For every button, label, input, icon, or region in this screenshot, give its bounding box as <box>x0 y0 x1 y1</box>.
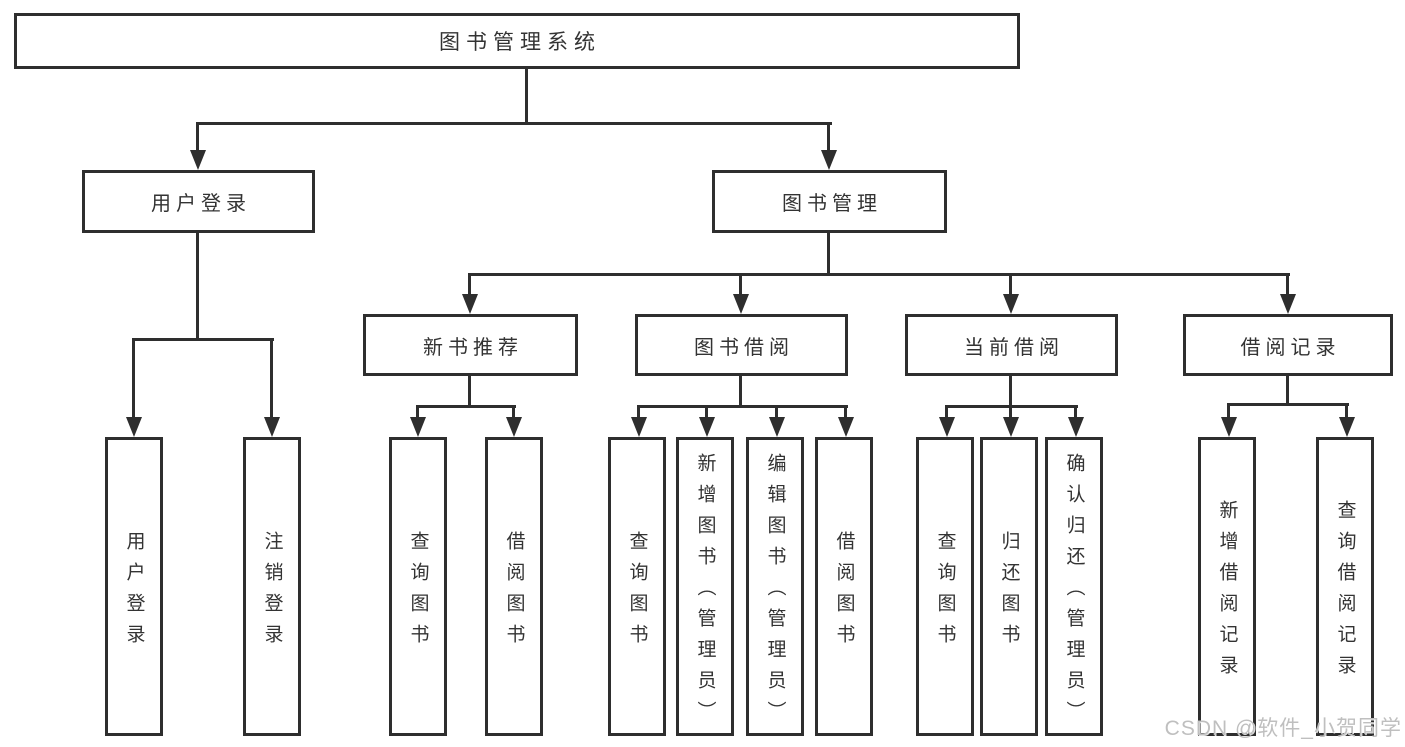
arrowhead-borrow-records <box>1280 294 1296 314</box>
node-current-borrow: 当前借阅 <box>905 314 1118 376</box>
node-leaf-cb-query-book: 查询图书 <box>916 437 974 736</box>
connector-user-login-branch <box>132 338 274 341</box>
node-root-label: 图书管理系统 <box>439 31 601 54</box>
node-user-login: 用户登录 <box>82 170 315 233</box>
connector-book-mgmt-stem <box>827 233 830 273</box>
node-user-login-label: 用户登录 <box>151 193 251 215</box>
connector-stem-ul-user-login <box>132 338 135 420</box>
node-leaf-br-add-record: 新增借阅记录 <box>1198 437 1256 736</box>
node-leaf-cb-return-book-label: 归还图书 <box>998 530 1020 655</box>
node-leaf-bb-borrow-book-label: 借阅图书 <box>833 530 855 655</box>
node-leaf-br-add-record-label: 新增借阅记录 <box>1216 499 1238 686</box>
connector-stem-book-borrow <box>739 273 742 297</box>
node-leaf-cb-return-book: 归还图书 <box>980 437 1038 736</box>
connector-stem-book-mgmt <box>827 122 830 154</box>
connector-stem-bb-add <box>705 405 708 420</box>
node-current-borrow-label: 当前借阅 <box>964 336 1064 359</box>
node-book-borrow-label: 图书借阅 <box>694 336 794 359</box>
node-borrow-records-label: 借阅记录 <box>1240 336 1341 359</box>
node-leaf-bb-borrow-book: 借阅图书 <box>815 437 873 736</box>
connector-stem-cb-query <box>945 405 948 420</box>
node-leaf-logout: 注销登录 <box>243 437 301 736</box>
node-leaf-user-login: 用户登录 <box>105 437 163 736</box>
arrowhead-bb-query <box>631 417 647 437</box>
arrowhead-new-book-rec <box>462 294 478 314</box>
arrowhead-bb-borrow <box>838 417 854 437</box>
node-leaf-logout-label: 注销登录 <box>261 530 283 655</box>
node-leaf-user-login-label: 用户登录 <box>123 530 145 655</box>
arrowhead-cb-return <box>1003 417 1019 437</box>
node-leaf-cb-query-book-label: 查询图书 <box>934 530 956 655</box>
connector-root-stem <box>525 69 528 122</box>
arrowhead-book-borrow <box>733 294 749 314</box>
arrowhead-cb-confirm <box>1068 417 1084 437</box>
node-leaf-bb-query-book-label: 查询图书 <box>626 530 648 655</box>
connector-borrow-records-stem <box>1286 376 1289 403</box>
connector-stem-new-book-rec <box>468 273 471 297</box>
arrowhead-br-query <box>1339 417 1355 437</box>
node-borrow-records: 借阅记录 <box>1183 314 1393 376</box>
node-book-mgmt: 图书管理 <box>712 170 947 233</box>
connector-stem-nbr-query <box>416 405 419 420</box>
connector-stem-cb-confirm <box>1074 405 1077 420</box>
node-leaf-bb-edit-book-label: 编辑图书（管理员） <box>764 453 786 732</box>
arrowhead-bb-add <box>699 417 715 437</box>
connector-stem-bb-query <box>637 405 640 420</box>
arrowhead-br-add <box>1221 417 1237 437</box>
connector-book-mgmt-branch <box>468 273 1290 276</box>
arrowhead-user-login <box>190 150 206 170</box>
connector-stem-bb-borrow <box>844 405 847 420</box>
connector-new-book-rec-stem <box>468 376 471 405</box>
arrowhead-nbr-query <box>410 417 426 437</box>
node-book-mgmt-label: 图书管理 <box>782 193 882 215</box>
connector-user-login-stem <box>196 233 199 338</box>
node-root: 图书管理系统 <box>14 13 1020 69</box>
connector-stem-br-add <box>1227 403 1230 420</box>
connector-book-borrow-branch <box>637 405 848 408</box>
csdn-watermark: CSDN @软件_小贺同学 <box>1164 717 1402 740</box>
node-leaf-cb-confirm-return: 确认归还（管理员） <box>1045 437 1103 736</box>
node-leaf-nbr-borrow-book-label: 借阅图书 <box>503 530 525 655</box>
connector-stem-cb-return <box>1009 405 1012 420</box>
arrowhead-ul-logout <box>264 417 280 437</box>
connector-new-book-rec-branch <box>416 405 516 408</box>
connector-stem-ul-logout <box>270 338 273 420</box>
connector-stem-current-borrow <box>1009 273 1012 297</box>
connector-root-branch <box>196 122 832 125</box>
arrowhead-ul-user-login <box>126 417 142 437</box>
arrowhead-bb-edit <box>769 417 785 437</box>
connector-stem-br-query <box>1345 403 1348 420</box>
node-leaf-bb-query-book: 查询图书 <box>608 437 666 736</box>
node-leaf-br-query-record-label: 查询借阅记录 <box>1334 499 1356 686</box>
arrowhead-cb-query <box>939 417 955 437</box>
node-leaf-nbr-query-book-label: 查询图书 <box>407 530 429 655</box>
node-leaf-nbr-query-book: 查询图书 <box>389 437 447 736</box>
arrowhead-book-mgmt <box>821 150 837 170</box>
node-leaf-bb-edit-book: 编辑图书（管理员） <box>746 437 804 736</box>
arrowhead-current-borrow <box>1003 294 1019 314</box>
node-leaf-bb-add-book: 新增图书（管理员） <box>676 437 734 736</box>
node-new-book-rec-label: 新书推荐 <box>423 336 523 359</box>
connector-stem-borrow-records <box>1286 273 1289 297</box>
connector-stem-nbr-borrow <box>512 405 515 420</box>
connector-stem-bb-edit <box>775 405 778 420</box>
node-book-borrow: 图书借阅 <box>635 314 848 376</box>
connector-current-borrow-stem <box>1009 376 1012 405</box>
connector-book-borrow-stem <box>739 376 742 405</box>
arrowhead-nbr-borrow <box>506 417 522 437</box>
node-new-book-rec: 新书推荐 <box>363 314 578 376</box>
node-leaf-cb-confirm-return-label: 确认归还（管理员） <box>1063 453 1085 732</box>
node-leaf-nbr-borrow-book: 借阅图书 <box>485 437 543 736</box>
node-leaf-br-query-record: 查询借阅记录 <box>1316 437 1374 736</box>
connector-stem-user-login <box>196 122 199 154</box>
node-leaf-bb-add-book-label: 新增图书（管理员） <box>694 453 716 732</box>
connector-borrow-records-branch <box>1227 403 1349 406</box>
